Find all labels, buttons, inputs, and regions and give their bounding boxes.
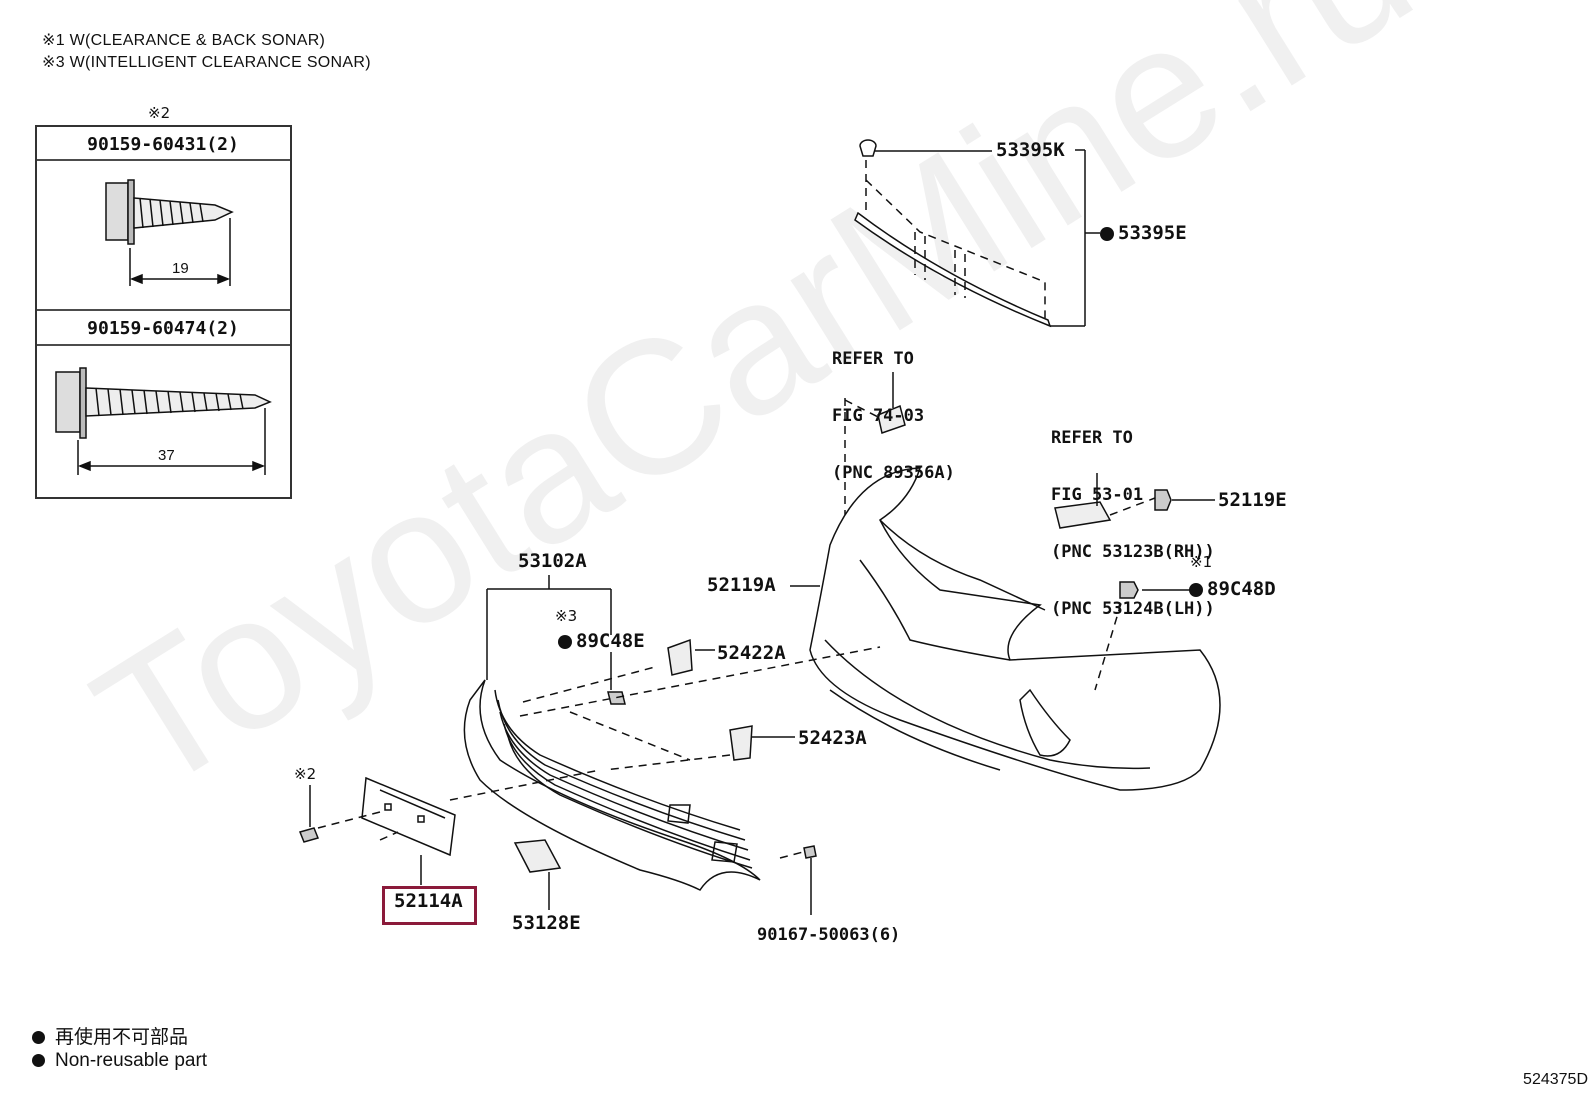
label-89C48D[interactable]: 89C48D <box>1189 578 1276 600</box>
refer-fig-74-03[interactable]: REFER TO FIG 74-03 (PNC 89356A) <box>832 312 955 502</box>
non-reusable-dot-icon <box>1100 226 1114 241</box>
figure-number: 524375D <box>1523 1071 1588 1088</box>
non-reusable-dot-icon <box>32 1031 45 1045</box>
ref1-line1: REFER TO <box>832 349 914 369</box>
screw-dim-1: 19 <box>172 260 189 277</box>
mark-2: ※2 <box>294 765 317 783</box>
refer-fig-53-01[interactable]: REFER TO FIG 53-01 (PNC 53123B(RH)) (PNC… <box>1051 391 1215 638</box>
screw-dim-2: 37 <box>158 447 175 464</box>
label-52114A[interactable]: 52114A <box>394 890 463 912</box>
ref2-line4: (PNC 53124B(LH)) <box>1051 599 1215 619</box>
ref2-line3: (PNC 53123B(RH)) <box>1051 542 1215 562</box>
label-90167-50063[interactable]: 90167-50063(6) <box>757 925 901 945</box>
non-reusable-dot-icon <box>1189 582 1203 597</box>
label-53102A[interactable]: 53102A <box>518 550 587 572</box>
legend-jp: 再使用不可部品 <box>32 1022 188 1049</box>
ref2-line1: REFER TO <box>1051 428 1133 448</box>
label-52422A[interactable]: 52422A <box>717 642 786 664</box>
screw-part-1[interactable]: 90159-60431(2) <box>87 134 239 155</box>
note-3: ※3 W(INTELLIGENT CLEARANCE SONAR) <box>42 54 371 71</box>
highlight-52114A <box>382 886 477 925</box>
label-52119E[interactable]: 52119E <box>1218 489 1287 511</box>
label-53395E[interactable]: 53395E <box>1100 222 1187 244</box>
label-89C48E[interactable]: 89C48E <box>558 630 645 652</box>
label-52423A[interactable]: 52423A <box>798 727 867 749</box>
legend-en: Non-reusable part <box>32 1050 207 1072</box>
label-53128E[interactable]: 53128E <box>512 912 581 934</box>
label-53395K[interactable]: 53395K <box>996 139 1065 161</box>
ref1-line2: FIG 74-03 <box>832 406 925 426</box>
non-reusable-dot-icon <box>558 634 572 649</box>
screw-part-2[interactable]: 90159-60474(2) <box>87 318 239 339</box>
screw-box-mark: ※2 <box>148 104 171 122</box>
note-1: ※1 W(CLEARANCE & BACK SONAR) <box>42 32 326 49</box>
ref2-line2: FIG 53-01 <box>1051 485 1144 505</box>
label-52119A[interactable]: 52119A <box>707 574 776 596</box>
screw-box <box>35 125 292 499</box>
ref1-line3: (PNC 89356A) <box>832 463 955 483</box>
non-reusable-dot-icon <box>32 1054 45 1068</box>
mark-3: ※3 <box>555 607 578 625</box>
mark-1: ※1 <box>1190 553 1213 571</box>
